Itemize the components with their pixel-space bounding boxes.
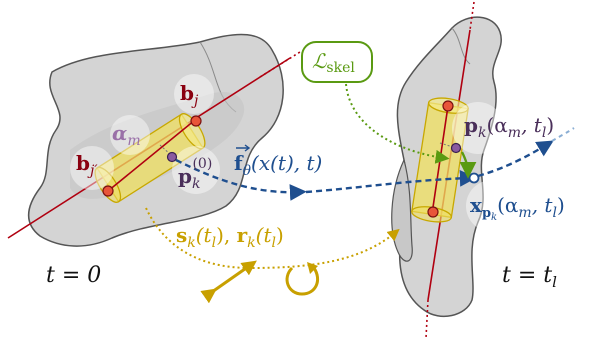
- halo-p-k-target: [452, 102, 504, 154]
- label-transform: sk(tl), rk(tl): [176, 223, 284, 251]
- rotation-arrow-icon: [285, 262, 319, 296]
- flow-vector-arrow-icon: [236, 144, 251, 152]
- right-bone-line-dotted-bottom: [425, 299, 429, 339]
- point-p-k0: [166, 151, 178, 163]
- joint-right-bottom: [427, 206, 439, 218]
- double-arrow-icon: [200, 260, 257, 304]
- label-x-pk: xpk(αm, tl): [470, 193, 565, 223]
- skel-loss-pull-arrow: [459, 151, 477, 179]
- point-p-k-target: [450, 142, 462, 154]
- halo-b-j: [174, 74, 214, 114]
- flow-arrow-continued: [305, 169, 477, 194]
- label-p-k-target: pk(αm, tl): [464, 113, 554, 141]
- halo-b-jprime: [70, 146, 114, 190]
- loss-box: [301, 41, 373, 83]
- label-b-jprime: bj′: [76, 151, 98, 179]
- label-p-k0: pk(0): [178, 156, 212, 192]
- right-shape-crease: [451, 27, 471, 65]
- point-x-pk: [468, 172, 480, 184]
- label-tl: t = tl: [502, 263, 557, 291]
- left-cylinder-cap-end: [178, 113, 206, 150]
- skel-loss-arrow: [345, 83, 450, 164]
- flow-arrow-tail: [477, 140, 554, 178]
- flow-arrow: [175, 158, 307, 201]
- arrow-head-icon: [307, 262, 318, 274]
- joint-b-j: [190, 115, 202, 127]
- flow-arrow-fade: [551, 127, 575, 142]
- label-b-j: bj: [180, 81, 199, 109]
- left-cylinder-axis: [107, 119, 196, 192]
- label-loss-skel: ℒskel: [312, 49, 355, 76]
- label-flow: fθ(x(t), t): [234, 151, 322, 179]
- label-t0: t = 0: [46, 263, 101, 288]
- label-alpha-m: αm: [112, 121, 141, 149]
- joint-b-jprime: [102, 185, 114, 197]
- left-cylinder-cap-start: [94, 166, 122, 203]
- joint-right-top: [442, 100, 454, 112]
- halo-x-pk: [466, 180, 518, 232]
- halo-alpha-m: [110, 115, 150, 155]
